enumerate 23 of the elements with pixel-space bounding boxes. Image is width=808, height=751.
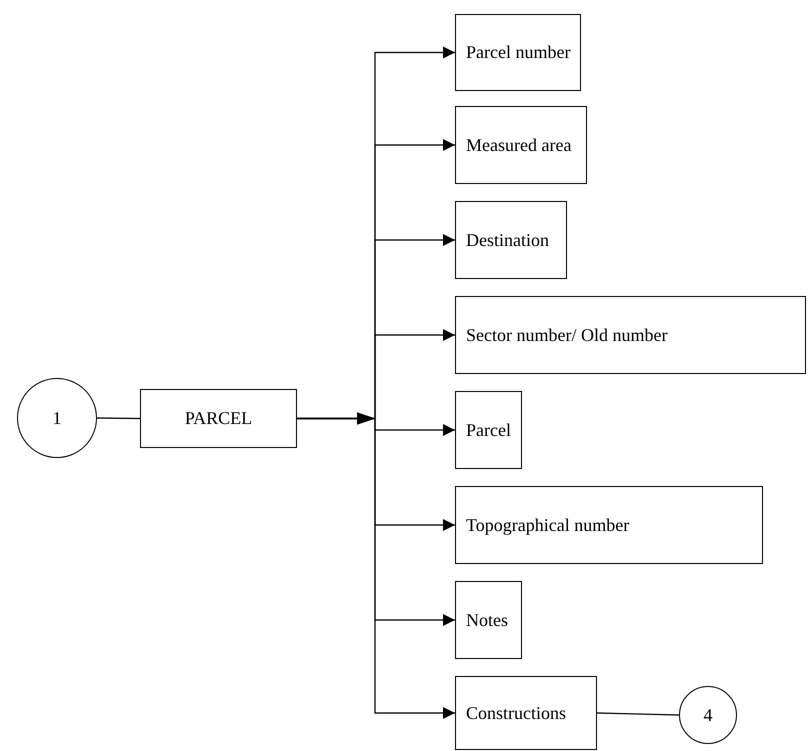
- process-box: [455, 106, 587, 184]
- node-label: 4: [704, 704, 712, 726]
- process-box: [455, 486, 763, 564]
- node-label: Parcel number: [466, 42, 570, 63]
- connector-line: [596, 712, 680, 716]
- process-box: [140, 389, 297, 448]
- node-label: Parcel: [466, 420, 511, 440]
- node-label: Destination: [466, 230, 549, 250]
- node-label: Sector number/ Old number: [466, 324, 668, 346]
- connector-line: [97, 417, 140, 420]
- node-label: Notes: [466, 610, 508, 630]
- process-box: [455, 581, 522, 659]
- arrow: [297, 412, 455, 719]
- node-label: 1: [52, 408, 62, 428]
- node-label: Measured area: [466, 134, 572, 156]
- process-box: [455, 201, 567, 279]
- process-box: [455, 676, 597, 750]
- node-label: Constructions: [466, 702, 566, 724]
- node-label: PARCEL: [184, 408, 252, 429]
- process-box: [455, 296, 806, 374]
- process-box: [455, 391, 522, 469]
- process-box: [455, 14, 581, 91]
- node-label: Topographical number: [466, 514, 630, 536]
